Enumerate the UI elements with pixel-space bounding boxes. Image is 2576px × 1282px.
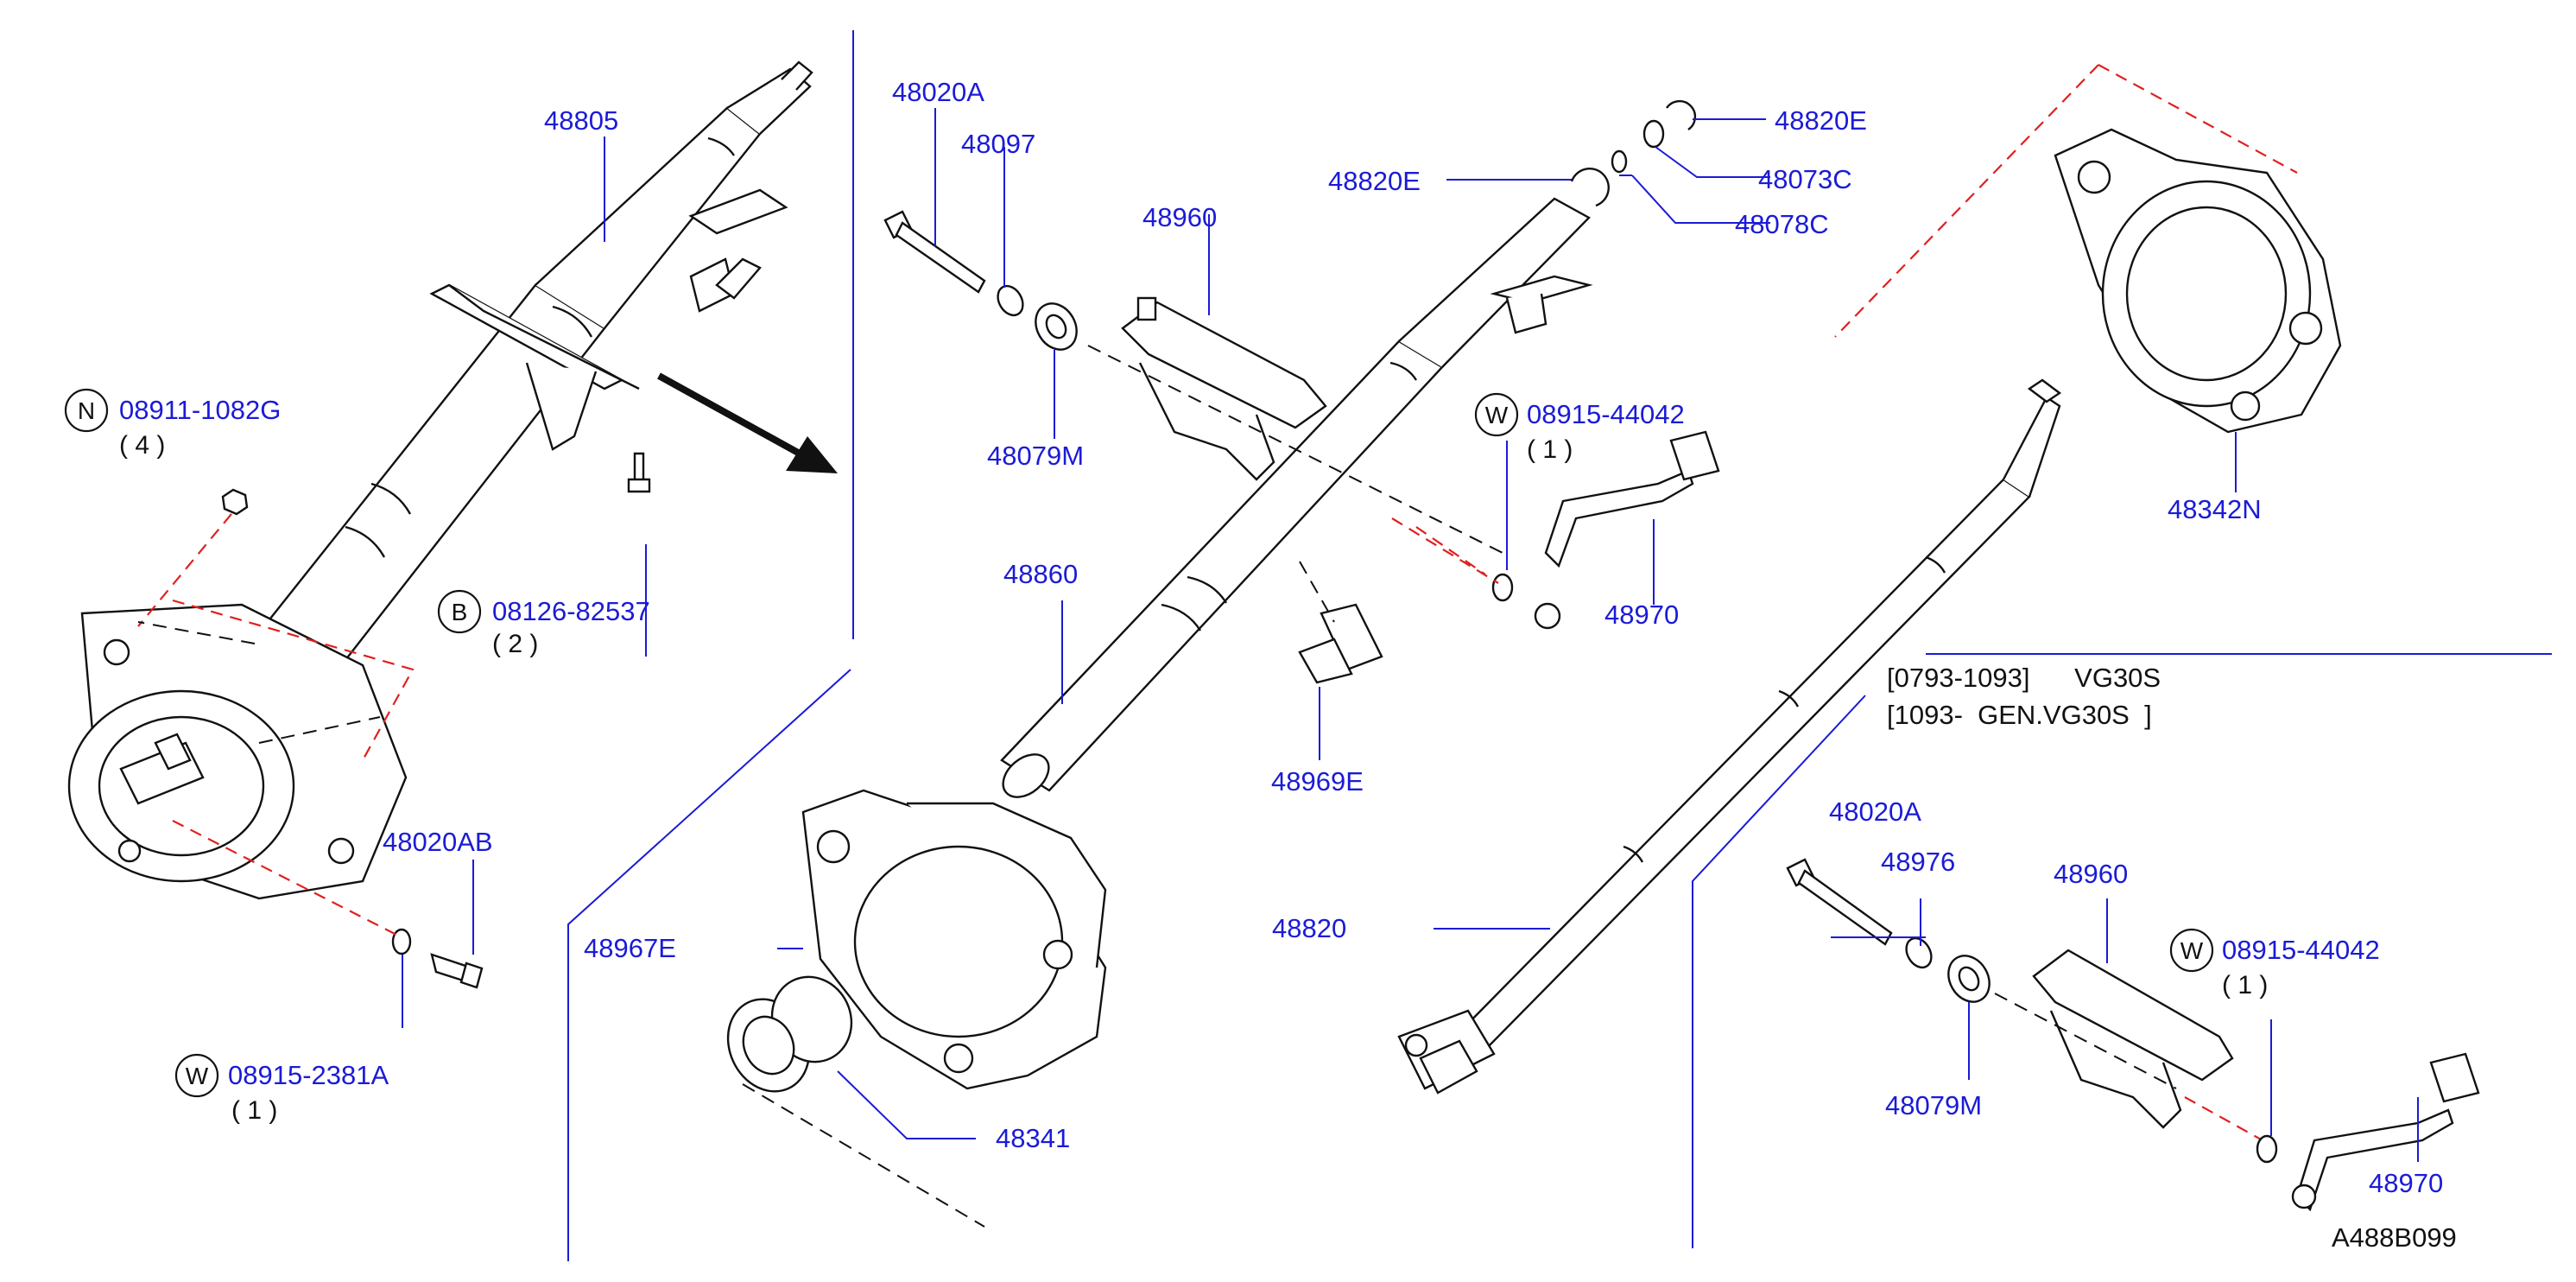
part-label: 48079M xyxy=(1885,1090,1982,1120)
part-label: 48020AB xyxy=(383,827,493,857)
marker-w-label: W xyxy=(186,1063,209,1089)
marker-w-icon: W xyxy=(1474,392,1519,437)
part-qty: ( 1 ) xyxy=(2222,971,2268,1000)
part-label: 08915-2381A xyxy=(228,1060,389,1090)
marker-w-icon: W xyxy=(2169,928,2214,973)
plate-48967E xyxy=(726,789,1107,1228)
part-label: 48342N xyxy=(2168,494,2262,524)
part-label: 48079M xyxy=(987,441,1084,471)
part-label: 48341 xyxy=(996,1123,1070,1153)
section-dividers xyxy=(567,30,2552,1261)
bracket-48970 xyxy=(1391,430,1720,630)
note-line: [0793-1093] VG30S xyxy=(1887,663,2161,693)
part-qty: ( 1 ) xyxy=(231,1096,277,1125)
part-label: 48967E xyxy=(584,933,676,963)
part-label: 48820E xyxy=(1328,166,1421,196)
part-qty: ( 4 ) xyxy=(119,431,165,460)
leader-lines xyxy=(402,108,2419,1162)
drawing-code: A488B099 xyxy=(2332,1222,2457,1253)
part-label: 48020A xyxy=(1829,796,1921,827)
part-qty: ( 2 ) xyxy=(492,630,538,658)
shaft-48820 xyxy=(1397,378,2062,1095)
part-label: 48960 xyxy=(1142,202,1217,232)
marker-b-icon: B xyxy=(437,589,482,634)
part-qty: ( 1 ) xyxy=(1527,435,1573,464)
part-labels: 48805 08911-1082G ( 4 ) 08126-82537 ( 2 … xyxy=(119,77,2443,1198)
snap-rings xyxy=(1570,99,1697,207)
steering-column-assembly xyxy=(67,60,813,989)
part-label: 08126-82537 xyxy=(492,596,650,626)
part-label: 48073C xyxy=(1758,164,1852,194)
note-line: [1093- GEN.VG30S ] xyxy=(1887,700,2152,730)
application-note: [0793-1093] VG30S [1093- GEN.VG30S ] xyxy=(1887,663,2161,730)
marker-b-label: B xyxy=(452,599,468,625)
marker-w-label: W xyxy=(2180,937,2204,964)
part-label: 08911-1082G xyxy=(119,395,281,425)
lower-right-parts xyxy=(1786,858,2480,1212)
marker-w-icon: W xyxy=(174,1053,219,1098)
part-label: 48976 xyxy=(1881,847,1955,877)
column-jacket-48860 xyxy=(1000,197,1593,798)
bolt-48020A xyxy=(883,210,1078,351)
part-label: 48820 xyxy=(1272,913,1346,943)
part-label: 48805 xyxy=(544,105,618,136)
part-label: 48020A xyxy=(892,77,984,107)
marker-n-label: N xyxy=(78,397,95,424)
marker-w-label: W xyxy=(1485,402,1509,428)
part-label: 48860 xyxy=(1003,559,1078,589)
part-label: 08915-44042 xyxy=(2222,935,2380,965)
part-label: 48960 xyxy=(2054,859,2128,889)
part-label: 48820E xyxy=(1775,105,1867,136)
bracket-48960 xyxy=(1087,296,1503,575)
part-label: 48097 xyxy=(961,129,1035,159)
direction-arrow xyxy=(657,372,838,473)
plate-48342N xyxy=(1834,64,2342,434)
part-label: 48970 xyxy=(1604,600,1679,630)
part-label: 08915-44042 xyxy=(1527,399,1685,429)
marker-n-icon: N xyxy=(64,388,109,433)
part-label: 48970 xyxy=(2369,1168,2443,1198)
part-label: 48078C xyxy=(1735,209,1829,239)
part-label: 48969E xyxy=(1271,766,1364,796)
